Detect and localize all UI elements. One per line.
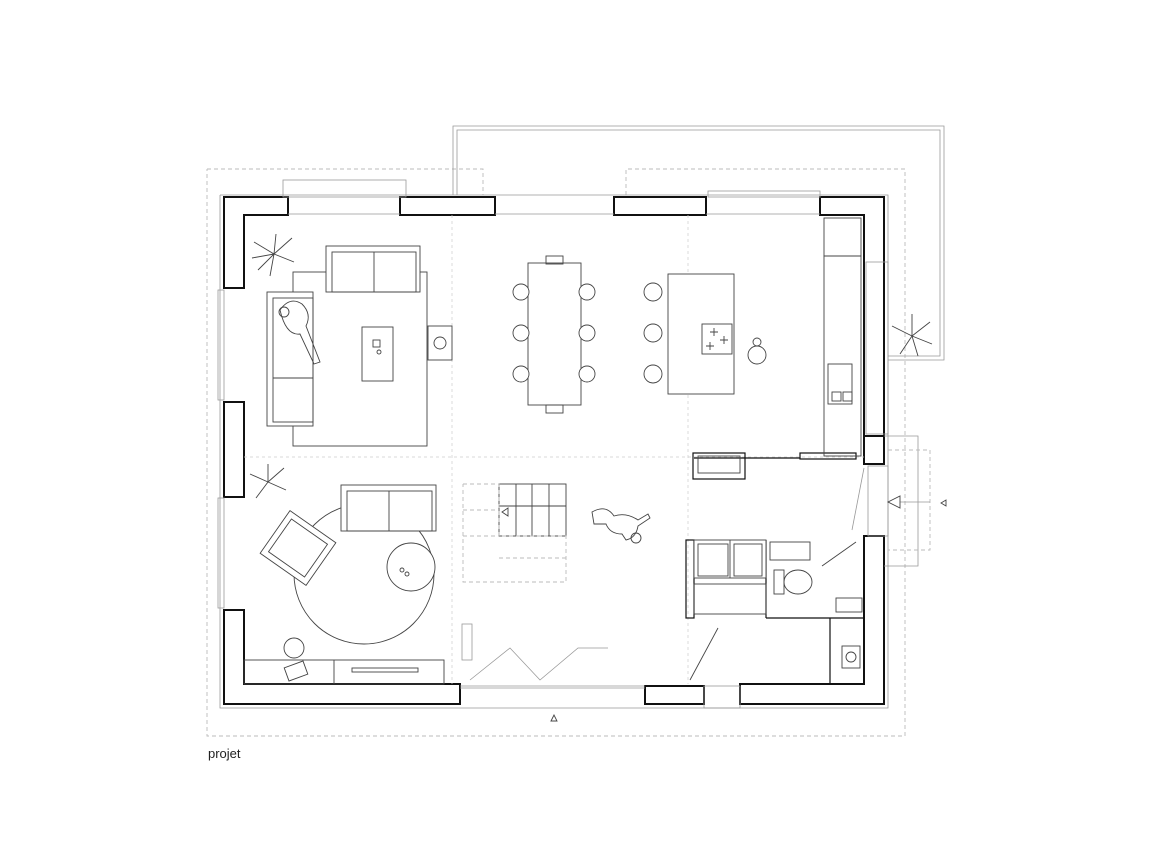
dining-area bbox=[512, 255, 596, 414]
drawing-caption: projet bbox=[208, 746, 241, 761]
folding-doors bbox=[461, 623, 608, 681]
plant-icon bbox=[249, 464, 287, 499]
lounge bbox=[249, 464, 437, 645]
desk bbox=[243, 637, 445, 685]
entrance bbox=[550, 435, 947, 722]
kitchen-island bbox=[643, 273, 767, 395]
terrace bbox=[452, 125, 945, 361]
windows bbox=[217, 179, 889, 709]
person-icon bbox=[747, 345, 767, 365]
living-room bbox=[251, 233, 453, 447]
interior-walls bbox=[685, 452, 864, 684]
kitchen-counter bbox=[823, 217, 933, 457]
staircase bbox=[462, 483, 651, 583]
plant-icon bbox=[891, 314, 933, 357]
person-icon bbox=[279, 300, 321, 365]
plant-icon bbox=[251, 233, 295, 277]
site-outline bbox=[206, 168, 906, 737]
person-icon bbox=[591, 508, 651, 544]
north-arrow-icon bbox=[940, 499, 947, 507]
bathroom bbox=[693, 539, 863, 669]
entrance-arrow-icon bbox=[886, 495, 901, 509]
